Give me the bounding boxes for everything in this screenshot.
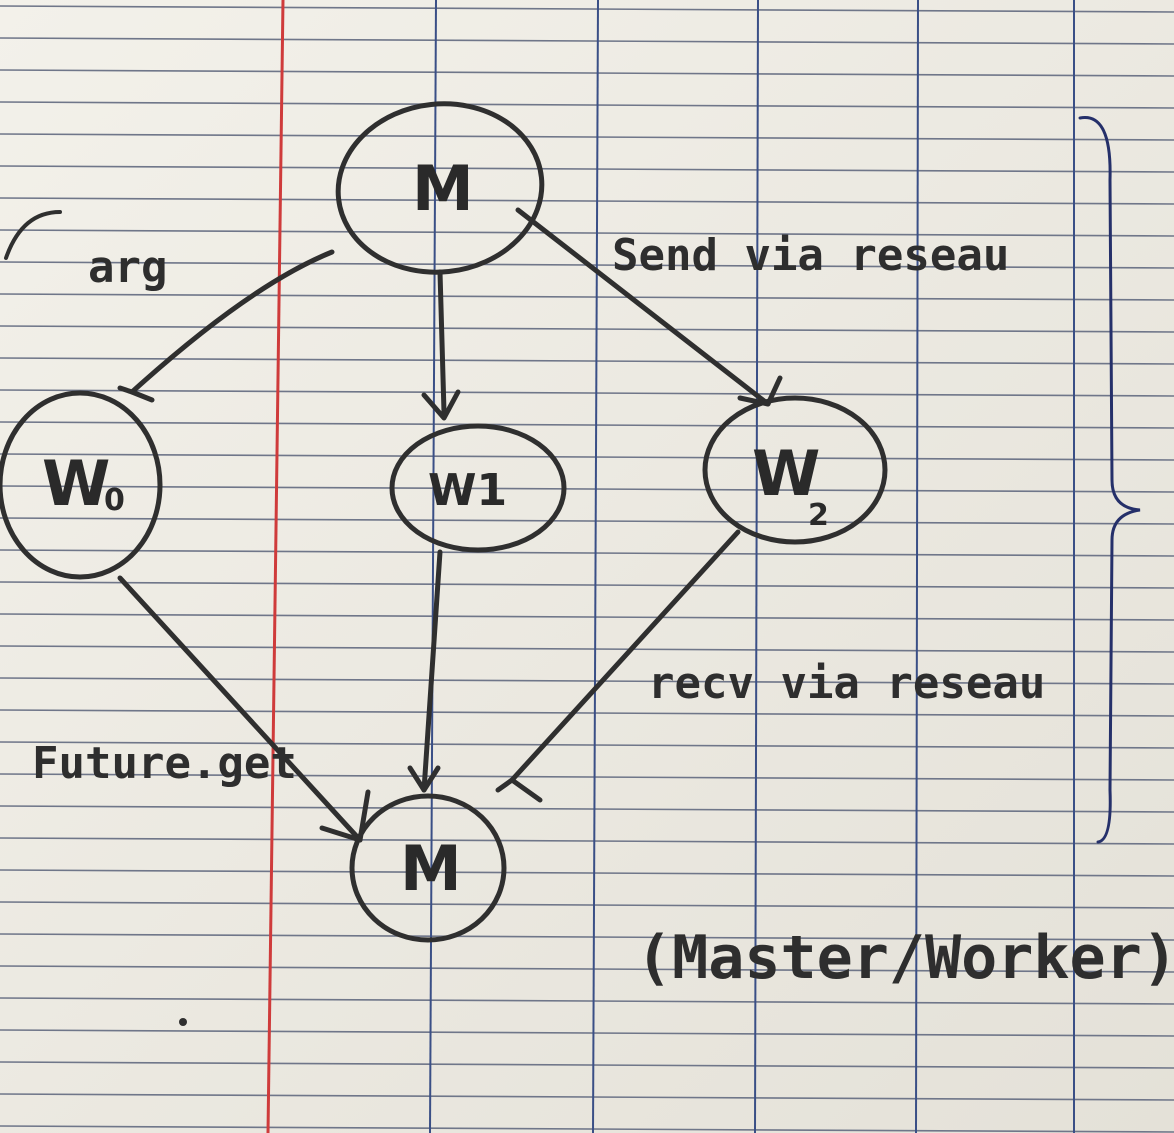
node-master-bottom: M bbox=[349, 793, 507, 943]
node-worker-0-subscript: 0 bbox=[104, 483, 125, 518]
node-master-top-label: M bbox=[412, 152, 474, 225]
ruled-line bbox=[0, 869, 1174, 877]
ruled-line bbox=[0, 837, 1174, 845]
node-master-bottom-label: M bbox=[400, 832, 462, 905]
margin-line bbox=[266, 0, 285, 1133]
node-worker-0: W 0 bbox=[0, 390, 163, 580]
ruled-line bbox=[0, 709, 1174, 717]
ruled-line bbox=[0, 997, 1174, 1005]
ruled-line bbox=[0, 453, 1174, 461]
ruled-line bbox=[0, 517, 1174, 525]
annotation-arg: arg bbox=[88, 242, 167, 293]
ruled-line bbox=[0, 325, 1174, 333]
edge-w0-to-master bbox=[117, 575, 371, 843]
node-worker-2-label: W bbox=[752, 437, 820, 510]
ruled-line bbox=[0, 645, 1174, 653]
ruled-line bbox=[0, 933, 1174, 941]
ruled-line bbox=[0, 581, 1174, 589]
ruled-line bbox=[0, 741, 1174, 749]
ruled-line bbox=[0, 1029, 1174, 1037]
ruled-line bbox=[0, 421, 1174, 429]
ruled-line bbox=[0, 101, 1174, 109]
node-worker-1-label: W1 bbox=[428, 465, 507, 516]
ruled-line bbox=[0, 229, 1174, 237]
edge-master-to-w1 bbox=[421, 269, 461, 421]
ruled-line bbox=[0, 1061, 1174, 1069]
annotation-send: Send via reseau bbox=[612, 230, 1009, 281]
ruled-line bbox=[0, 485, 1174, 493]
edge-master-to-w2 bbox=[515, 207, 783, 407]
edge-w2-to-master bbox=[495, 529, 741, 803]
node-worker-0-label: W bbox=[42, 447, 110, 520]
ruled-line bbox=[0, 965, 1174, 973]
ruled-line bbox=[0, 197, 1174, 205]
node-master-top: M bbox=[335, 101, 545, 275]
ruled-line bbox=[0, 805, 1174, 813]
left-bracket-mark bbox=[4, 210, 62, 260]
ruled-line bbox=[0, 901, 1174, 909]
edge-master-to-w0 bbox=[117, 249, 335, 403]
ruled-line bbox=[0, 37, 1174, 45]
node-worker-2-subscript: 2 bbox=[808, 498, 829, 533]
ink-dot bbox=[179, 1018, 187, 1026]
curly-brace bbox=[1078, 116, 1141, 844]
annotation-future-get: Future.get bbox=[32, 738, 297, 789]
grid-vertical-lines bbox=[429, 0, 1075, 1133]
node-worker-1: W1 bbox=[389, 423, 567, 553]
ruled-lines bbox=[0, 5, 1174, 1133]
ruled-line bbox=[0, 5, 1174, 13]
ruled-line bbox=[0, 1125, 1174, 1133]
ruled-line bbox=[0, 165, 1174, 173]
annotation-recv: recv via reseau bbox=[648, 658, 1045, 709]
ruled-line bbox=[0, 133, 1174, 141]
ruled-line bbox=[0, 1093, 1174, 1101]
annotation-pattern: (Master/Worker) bbox=[636, 923, 1174, 993]
ruled-line bbox=[0, 69, 1174, 77]
ruled-line bbox=[0, 549, 1174, 557]
ruled-line bbox=[0, 357, 1174, 365]
ruled-line bbox=[0, 613, 1174, 621]
node-worker-2: W 2 bbox=[702, 395, 888, 545]
edge-w1-to-master bbox=[407, 549, 443, 793]
ruled-line bbox=[0, 293, 1174, 301]
ruled-line bbox=[0, 677, 1174, 685]
ruled-line bbox=[0, 773, 1174, 781]
ruled-line bbox=[0, 389, 1174, 397]
